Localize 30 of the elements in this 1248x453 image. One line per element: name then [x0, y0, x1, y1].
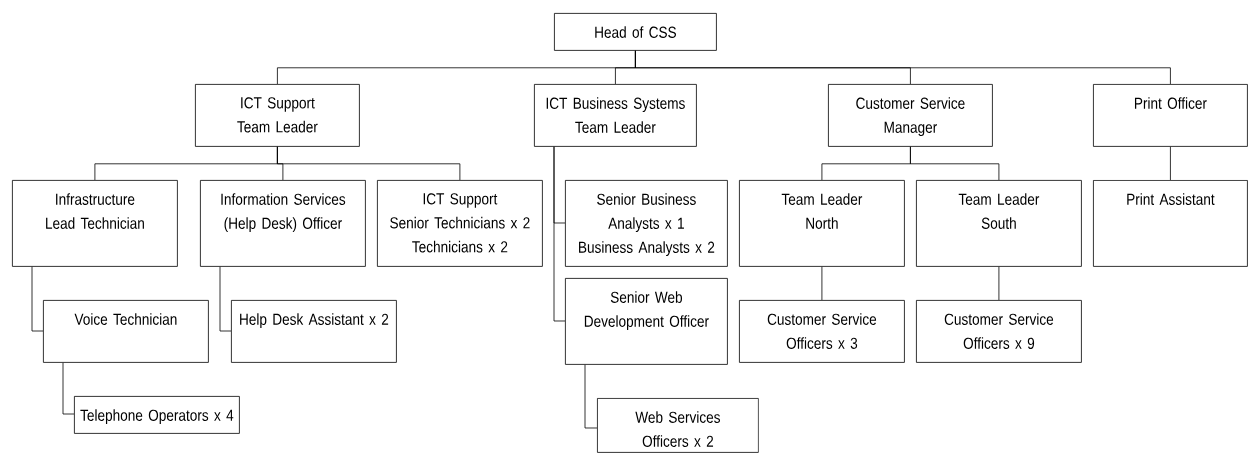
connector-line — [62, 362, 75, 415]
connector-line — [219, 266, 232, 332]
connector-line — [635, 50, 1171, 85]
position-box: Print Officer — [1093, 84, 1248, 147]
connector-line — [277, 146, 461, 181]
position-box: Senior Business Analysts x 1 Business Analysts x 2 — [565, 180, 728, 267]
position-box: Head of CSS — [554, 13, 717, 51]
connector-line — [31, 266, 44, 332]
connector-line — [553, 146, 566, 322]
position-box: Telephone Operators x 4 — [74, 396, 240, 434]
position-box: Customer Service Officers x 3 — [739, 300, 905, 363]
position-box: Team Leader South — [916, 180, 1082, 267]
connector-line — [821, 266, 823, 301]
position-box: Infrastructure Lead Technician — [12, 180, 178, 267]
position-box: Customer Service Manager — [828, 84, 993, 147]
position-box: Senior Web Development Officer — [565, 278, 728, 365]
position-box: Web Services Officers x 2 — [597, 398, 759, 453]
position-box: Team Leader North — [739, 180, 905, 267]
position-box: Information Services (Help Desk) Officer — [200, 180, 366, 267]
connector-line — [584, 364, 598, 429]
position-box: ICT Support Senior Technicians x 2 Technicians x 2 — [377, 180, 543, 267]
connector-line — [1170, 146, 1171, 181]
position-box: Voice Technician — [43, 300, 209, 363]
position-box: ICT Business Systems Team Leader — [534, 84, 697, 147]
position-box: Customer Service Officers x 9 — [916, 300, 1082, 363]
position-box: Help Desk Assistant x 2 — [231, 300, 397, 363]
position-box: ICT Support Team Leader — [195, 84, 360, 147]
position-box: Print Assistant — [1093, 180, 1248, 267]
connector-line — [998, 266, 1000, 301]
connector-line — [910, 146, 1000, 181]
